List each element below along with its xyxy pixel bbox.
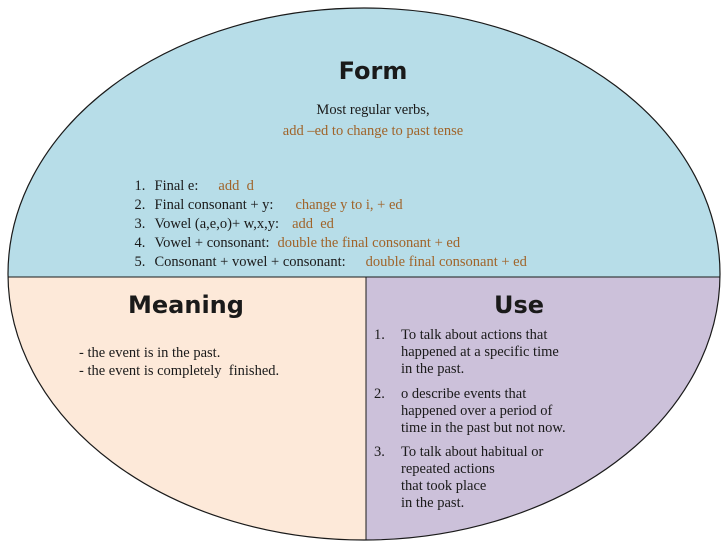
form-rule: 5. Consonant + vowel + consonant: double f… [120, 237, 527, 288]
rule-action: double final consonant + ed [365, 254, 527, 270]
rule-text: Final e: [154, 178, 199, 194]
form-rule: 1. Final e: add d [120, 161, 254, 212]
rule-text: Vowel + consonant: [154, 235, 270, 251]
rule-action: double the final consonant + ed [277, 235, 461, 251]
form-intro-line2: add –ed to change to past tense [282, 123, 464, 139]
ellipse-outline [7, 7, 721, 541]
use-item-line: To talk about actions that [401, 327, 548, 343]
rule-number: 1. [134, 178, 146, 194]
use-item-line: in the past. [401, 495, 465, 511]
form-title: Form [338, 57, 408, 85]
use-item-number: 3. [374, 444, 385, 460]
use-item-line: To talk about habitual or [401, 444, 544, 460]
rule-action: add d [218, 178, 254, 194]
rule-text: Consonant + vowel + consonant: [154, 254, 346, 270]
form-intro-line1: Most regular verbs, [316, 102, 430, 118]
meaning-item: - the event is completely finished. [79, 363, 280, 379]
meaning-title: Meaning [128, 291, 244, 319]
use-title: Use [494, 291, 545, 319]
form-rule: 3. Vowel (a,e,o)+ w,x,y: add ed [120, 199, 334, 250]
rule-number: 4. [134, 235, 146, 251]
use-item-line: time in the past but not now. [401, 420, 566, 436]
rule-number: 5. [134, 254, 146, 270]
use-item-line: happened at a specific time [401, 344, 559, 360]
rule-text: Vowel (a,e,o)+ w,x,y: [154, 216, 280, 232]
use-item-line: that took place [401, 478, 487, 494]
use-item-line: o describe events that [401, 386, 527, 402]
use-item-line: in the past. [401, 361, 465, 377]
use-item-line: repeated actions [401, 461, 495, 477]
form-rule: 2. Final consonant + y: change y to i, + e… [120, 180, 403, 231]
rule-number: 2. [134, 197, 146, 213]
rule-text: Final consonant + y: [154, 197, 274, 213]
rule-action: add ed [292, 216, 334, 232]
rule-number: 3. [134, 216, 146, 232]
form-rule: 4. Vowel + consonant: double the final con… [120, 218, 461, 269]
meaning-item: - the event is in the past. [79, 345, 221, 361]
use-item-line: happened over a period of [401, 403, 553, 419]
rule-action: change y to i, + ed [295, 197, 403, 213]
use-item-number: 2. [374, 386, 385, 402]
use-item-number: 1. [374, 327, 385, 343]
